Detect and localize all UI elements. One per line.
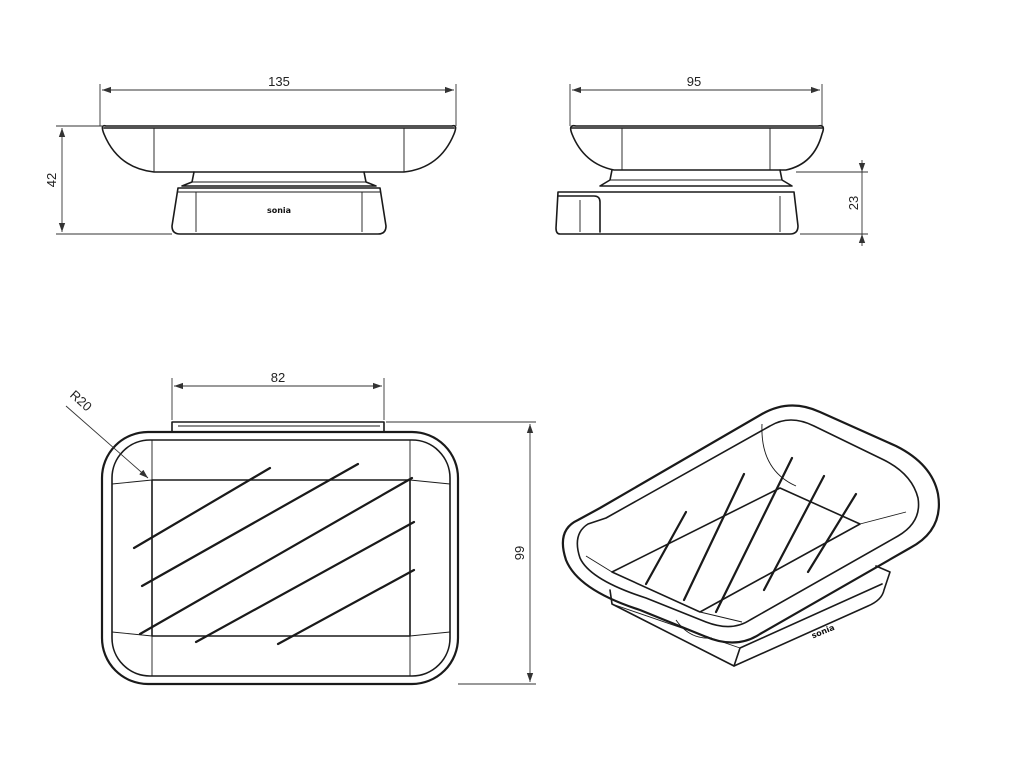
dim-front-width: 135	[268, 74, 290, 89]
side-wall-bracket	[557, 195, 601, 233]
isometric-view: sonia	[561, 404, 940, 667]
front-neck	[181, 171, 377, 187]
side-view: 95 23	[555, 74, 868, 246]
side-tray-outline	[569, 124, 825, 171]
iso-base-outline	[609, 565, 891, 667]
dim-radius-leader	[65, 405, 149, 479]
top-outer-rim	[100, 430, 460, 686]
top-rods	[132, 462, 416, 646]
dim-front-height: 42	[44, 173, 59, 187]
side-base	[555, 191, 799, 235]
front-view: sonia 135 42	[44, 74, 457, 235]
iso-rods	[644, 456, 858, 614]
dim-side-base-height: 23	[846, 196, 861, 210]
top-basin	[151, 479, 411, 637]
front-tray-outline	[101, 124, 457, 173]
top-rail	[171, 421, 385, 433]
dim-side-width: 95	[687, 74, 701, 89]
dim-rail-width: 82	[271, 370, 285, 385]
dim-top-depth: 99	[512, 546, 527, 560]
iso-tray-outer	[561, 404, 940, 644]
iso-tray-inner	[576, 419, 920, 628]
top-view: 82 R20 99	[65, 370, 536, 686]
top-inner-rim	[111, 439, 451, 677]
side-neck	[599, 169, 793, 187]
front-base	[171, 187, 387, 235]
brand-logo-front: sonia	[267, 206, 291, 215]
